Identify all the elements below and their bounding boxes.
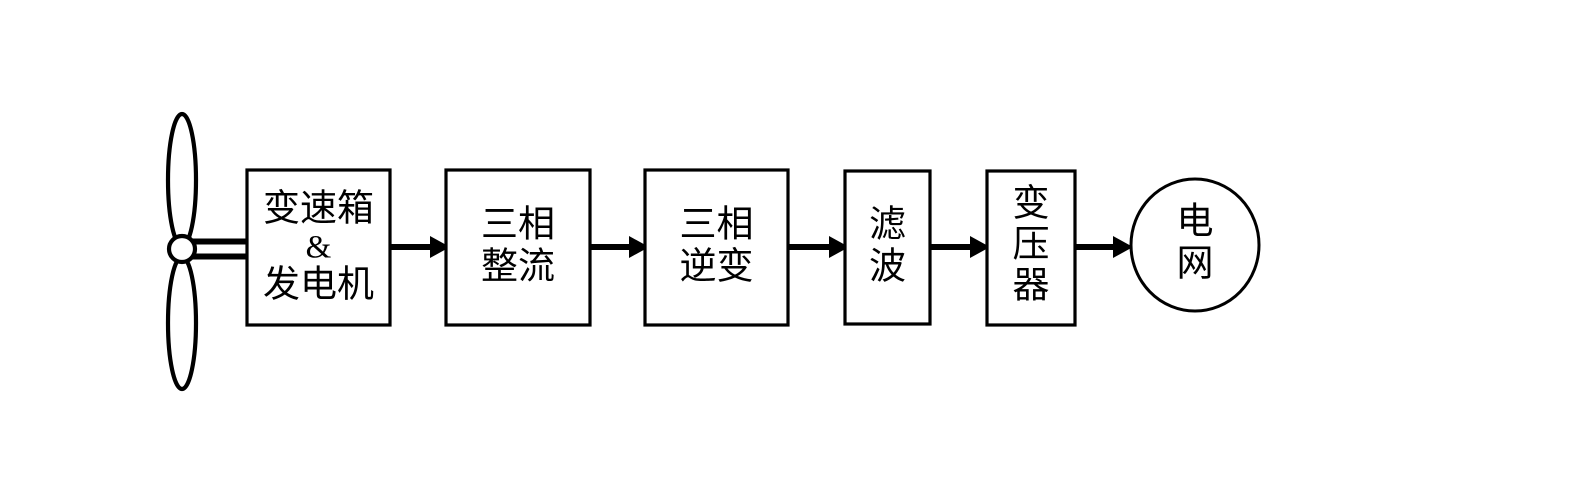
node-gearbox-generator-line-1: 变速箱 [263,187,374,229]
node-gearbox-generator-box[interactable] [245,168,392,327]
node-three-phase-inverter-line-2: 逆变 [680,245,754,287]
node-transformer-line-3: 器 [1013,265,1050,306]
connector-inverter-to-filter [788,236,849,258]
node-transformer-box[interactable] [985,169,1077,327]
node-three-phase-inverter-line-1: 三相 [680,204,754,245]
node-transformer[interactable]: 变 压 器 [985,169,1077,327]
node-transformer-line-2: 压 [1013,224,1050,265]
node-filter-line-2: 波 [869,245,906,287]
node-filter-line-1: 滤 [869,204,906,245]
connector-transformer-to-grid [1075,236,1133,258]
turbine-hub-icon [166,233,198,265]
node-gearbox-generator[interactable]: 变速箱 & 发电机 [245,168,392,327]
node-transformer-line-1: 变 [1013,182,1050,224]
node-power-grid-circle[interactable] [1129,177,1261,313]
wind-turbine-rotor [165,111,253,392]
connector-filter-to-transformer [930,236,990,258]
node-three-phase-rectifier-line-1: 三相 [481,204,555,245]
node-filter[interactable]: 滤 波 [843,169,932,326]
node-filter-box[interactable] [843,169,932,326]
node-three-phase-rectifier-box[interactable] [444,168,592,327]
node-three-phase-inverter[interactable]: 三相 逆变 [643,168,790,327]
node-three-phase-rectifier[interactable]: 三相 整流 [444,168,592,327]
connector-gearbox-to-rectifier [390,236,450,258]
node-power-grid-line-2: 网 [1177,243,1214,284]
turbine-blade-lower-icon [165,254,199,392]
node-power-grid[interactable]: 电 网 [1129,177,1261,313]
node-power-grid-line-1: 电 [1177,201,1214,242]
turbine-blade-upper-icon [165,111,199,249]
connector-rectifier-to-inverter [590,236,649,258]
flow-connectors [390,236,1133,258]
node-three-phase-rectifier-line-2: 整流 [481,245,555,287]
node-three-phase-inverter-box[interactable] [643,168,790,327]
node-gearbox-generator-line-3: 发电机 [263,263,374,305]
node-gearbox-generator-line-2: & [306,230,332,266]
